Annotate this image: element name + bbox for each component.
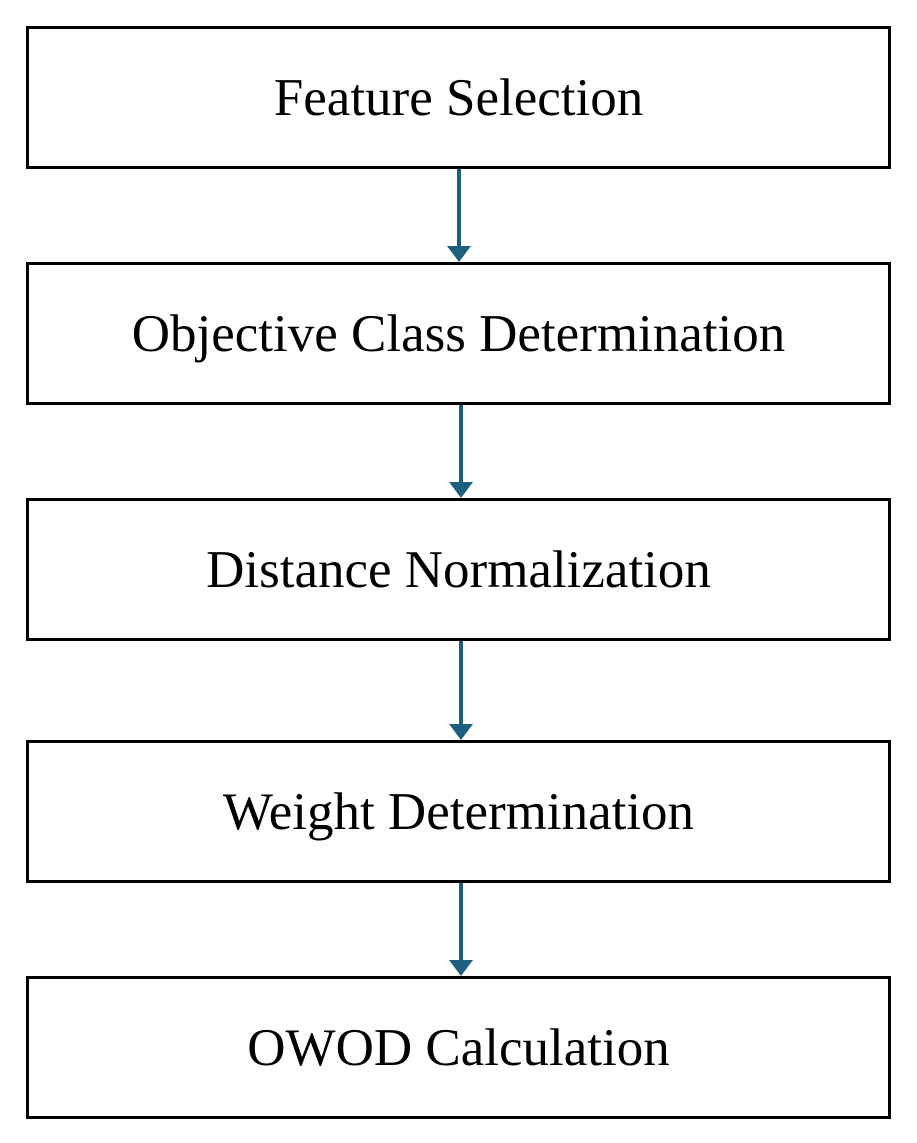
step-label: Feature Selection [273, 68, 644, 127]
step-box-feature-selection: Feature Selection [26, 26, 891, 169]
step-label: Objective Class Determination [131, 304, 786, 363]
down-arrow-icon [449, 641, 473, 740]
step-box-objective-class-determination: Objective Class Determination [26, 262, 891, 405]
step-label: OWOD Calculation [247, 1018, 670, 1077]
step-label: Distance Normalization [206, 540, 711, 599]
step-label: Weight Determination [222, 782, 695, 841]
step-box-owod-calculation: OWOD Calculation [26, 976, 891, 1119]
down-arrow-icon [449, 883, 473, 976]
step-box-weight-determination: Weight Determination [26, 740, 891, 883]
down-arrow-icon [447, 169, 471, 262]
step-box-distance-normalization: Distance Normalization [26, 498, 891, 641]
down-arrow-icon [449, 405, 473, 498]
